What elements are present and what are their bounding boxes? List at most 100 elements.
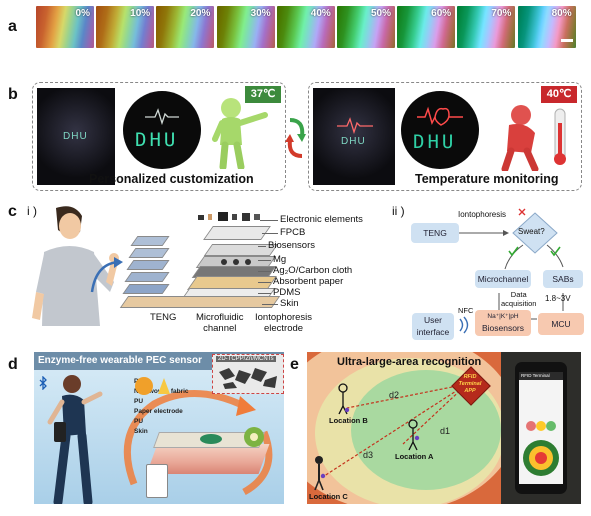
sub-i-label: i ): [27, 204, 37, 218]
electrode-disc: [200, 434, 222, 444]
recognition-title: Ultra-large-area recognition: [337, 356, 482, 368]
panel-d-letter: d: [8, 356, 18, 373]
color-strip: 60%: [397, 6, 456, 48]
pec-layer-label: PU: [134, 398, 144, 405]
color-strip: 70%: [457, 6, 516, 48]
strain-percent: 20%: [190, 8, 211, 19]
nfc-wave-icon: [459, 316, 469, 334]
leader-line: [258, 282, 271, 283]
layer-skin: [119, 296, 281, 308]
color-strip: 50%: [337, 6, 395, 48]
pec-layer-label: Skin: [134, 428, 148, 435]
sub-ii-label: ii ): [392, 204, 405, 218]
panel-b-letter: b: [8, 86, 18, 103]
distance-d1: d1: [440, 426, 451, 436]
panel-a-letter: a: [8, 18, 17, 35]
leader-line: [262, 304, 278, 305]
flow-nfc: NFC: [458, 306, 474, 315]
flow-arrows: [459, 208, 564, 320]
panel-e-letter: e: [290, 356, 299, 373]
color-strip: 20%: [156, 6, 215, 48]
fruit-icon-kiwi: [244, 427, 264, 447]
pec-layer-label: Paper electrode: [134, 408, 183, 415]
pec-cycle-arrow: [123, 390, 273, 496]
flow-ions: Na⁺|K⁺|pH: [487, 313, 519, 320]
electronic-elements-icon: [198, 212, 260, 221]
iontophoresis-electrode-label: Iontophoresis electrode: [255, 312, 313, 334]
flow-biosensors: Biosensors: [481, 323, 525, 333]
pec-title: Enzyme-free wearable PEC sensor: [38, 355, 202, 366]
phone-header: RFID Terminal: [519, 372, 563, 380]
microfluidic-label: Microfluidic channel: [196, 312, 244, 334]
wrist-phone: [54, 422, 66, 442]
leader-line: [258, 271, 271, 272]
phone-body: RFID Terminal: [515, 362, 567, 494]
panel-c-letter: c: [8, 203, 17, 220]
distance-lines: [314, 383, 468, 491]
heartbeat-icon-left: [145, 108, 179, 125]
recognition-panel: Ultra-large-area recognition RFID Termin…: [307, 352, 581, 504]
heartbeat-icon-shirt: [337, 117, 373, 134]
pec-sensor-panel: Enzyme-free wearable PEC sensor PUNon-wo…: [34, 352, 284, 504]
nanomaterial-inset: 2D-TCPP/Zn/MCNTs: [212, 354, 284, 394]
shirt-photo-right: DHU: [313, 88, 395, 185]
location-c-label: Location C: [309, 492, 348, 501]
zoom-arrow-icon: [90, 257, 123, 293]
flow-teng: TENG: [411, 223, 459, 243]
strain-percent: 0%: [75, 8, 90, 19]
dhu-circle-right: DHU: [401, 91, 479, 169]
shirt-photo-left: DHU: [37, 88, 115, 185]
layer-label: Mg: [273, 254, 287, 265]
monitoring-box: DHU DHU 40℃ Temperature monitoring: [308, 82, 582, 191]
flow-sabs: SABs: [543, 270, 583, 288]
temp-tag-37: 37℃: [245, 86, 281, 103]
strain-percent: 60%: [431, 8, 452, 19]
green-figure-icon: [212, 98, 268, 169]
cycle-arrows-icon: [285, 118, 306, 158]
flow-voltage: 1.8~3V: [545, 294, 571, 303]
mg-dots: [221, 259, 251, 265]
color-strip: 0%: [36, 6, 94, 48]
leader-line: [258, 246, 266, 247]
phone-photo: RFID Terminal: [501, 352, 581, 504]
analyzer-device: [146, 464, 168, 498]
flow-data-acquisition: Data acquisition: [501, 290, 537, 308]
teng-label: TENG: [150, 312, 177, 323]
bluetooth-icon: [39, 376, 47, 390]
leader-line: [260, 220, 278, 221]
dhu-text-right: DHU: [413, 131, 457, 153]
flow-sweat: Sweat?: [518, 227, 545, 236]
distance-d3: d3: [363, 450, 374, 460]
color-strip: 30%: [216, 6, 275, 48]
temp-tag-40: 40℃: [541, 86, 577, 103]
caption-monitoring: Temperature monitoring: [415, 172, 559, 186]
teng-layer-5: [122, 284, 170, 294]
layer-label: PDMS: [273, 287, 301, 298]
flow-user-interface: User interface: [412, 313, 454, 340]
customization-box: DHU DHU 37℃ Personalized customization: [32, 82, 286, 191]
runner-illustration: [47, 375, 103, 504]
inset-label: 2D-TCPP/Zn/MCNTs: [216, 356, 276, 362]
layer-label: Absorbent paper: [273, 276, 344, 287]
strain-percent: 40%: [310, 8, 331, 19]
teng-layer-4: [124, 272, 170, 282]
strain-percent: 80%: [551, 8, 572, 19]
leader-line: [258, 260, 271, 261]
scale-bar: [561, 39, 573, 42]
distance-d2: d2: [389, 390, 400, 400]
strain-percent: 10%: [130, 8, 151, 19]
leader-line: [258, 293, 271, 294]
heart-icon-right: [417, 106, 463, 126]
color-strip: 10%: [96, 6, 155, 48]
location-b-label: Location B: [329, 416, 368, 425]
layer-label: FPCB: [280, 227, 306, 238]
teng-layer-2: [128, 248, 170, 258]
color-strip: 40%: [276, 6, 335, 48]
fruit-icon-orange: [135, 377, 170, 395]
nanosheet-icon: [219, 368, 277, 389]
flow-mcu: MCU: [538, 313, 584, 335]
layer-label: Biosensors: [268, 240, 315, 251]
strain-percent: 50%: [370, 8, 391, 19]
red-figure-icon: [501, 105, 566, 171]
flow-microchannel: Microchannel: [475, 270, 531, 288]
